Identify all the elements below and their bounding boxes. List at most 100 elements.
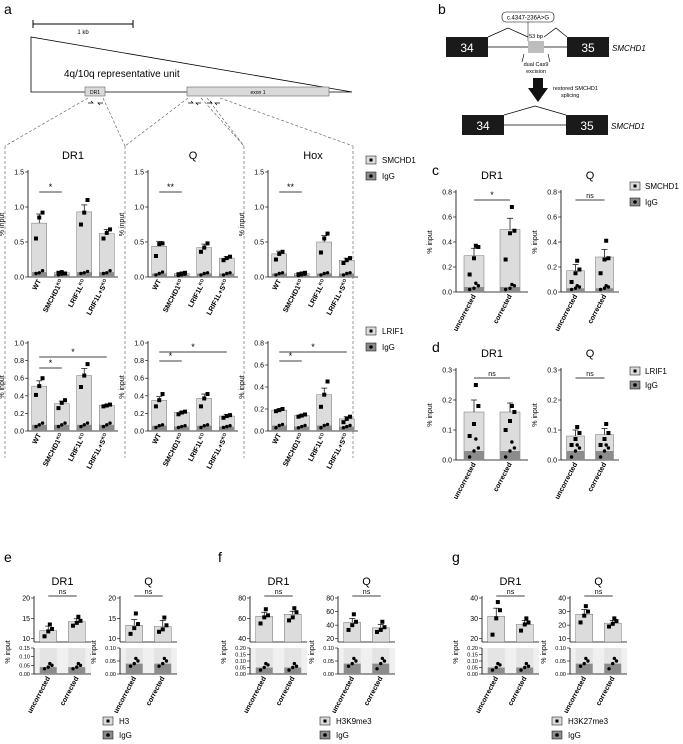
- legend-marker: [369, 329, 373, 333]
- legend-label-igg: IgG: [382, 172, 395, 181]
- y-tick-label: 30: [470, 616, 478, 623]
- bar-chip: [604, 622, 622, 643]
- data-point-chip: [607, 624, 612, 629]
- bar-chip-low: [255, 648, 273, 668]
- data-point-igg: [202, 271, 206, 276]
- data-point-chip: [325, 379, 330, 384]
- data-point-igg: [56, 424, 61, 429]
- y-tick-label: 30: [558, 609, 566, 616]
- category-label: uncorrected: [331, 676, 356, 715]
- data-point-chip: [42, 634, 47, 639]
- legend-label-chip: H3: [119, 717, 130, 726]
- y-axis-label: % input: [119, 375, 126, 398]
- data-point-igg: [510, 440, 514, 444]
- data-point-chip: [569, 280, 574, 284]
- data-point-chip: [76, 614, 81, 619]
- data-point-igg: [606, 446, 611, 450]
- low-y-tick-label: 0.05: [235, 666, 246, 672]
- y-tick-label: 0.1: [547, 428, 557, 435]
- y-axis-label: % input: [239, 375, 246, 398]
- data-point-chip: [160, 241, 165, 246]
- y-axis-label: % input: [5, 640, 12, 663]
- cas9-cut-right: [547, 53, 551, 63]
- data-point-igg: [199, 425, 203, 430]
- category-label: WT: [272, 278, 284, 292]
- data-point-chip: [519, 628, 524, 633]
- significance-label: **: [167, 182, 175, 192]
- category-label: corrected: [59, 676, 80, 707]
- data-point-chip: [614, 619, 619, 624]
- bar-igg: [125, 663, 143, 674]
- y-tick-label: 1.5: [14, 170, 24, 177]
- data-point-igg: [280, 422, 285, 427]
- repeat-unit-label: 4q/10q representative unit: [64, 69, 180, 80]
- y-tick-label: 0.0: [254, 429, 264, 436]
- category-label: uncorrected: [563, 676, 588, 715]
- data-point-chip: [224, 414, 229, 419]
- exon1-box: [186, 86, 330, 97]
- y-axis-label: % input: [541, 640, 548, 663]
- data-point-igg: [76, 661, 81, 666]
- y-tick-label: 0.8: [134, 358, 144, 365]
- data-point-igg: [63, 421, 67, 425]
- chart-title: Q: [362, 576, 371, 588]
- data-point-chip: [56, 270, 61, 275]
- category-label: corrected: [587, 462, 608, 493]
- y-axis-label: % input: [427, 230, 434, 253]
- bar-igg: [566, 451, 585, 460]
- data-point-chip: [290, 615, 295, 620]
- legend-label-chip: LRIF1: [645, 367, 667, 376]
- y-tick-label: 15: [22, 616, 30, 623]
- y-tick-label: 20: [558, 623, 566, 630]
- legend-label-igg: IgG: [568, 731, 581, 740]
- panel-label-b: b: [438, 1, 446, 17]
- bar-chip: [316, 241, 332, 278]
- bar-igg: [372, 663, 390, 674]
- data-point-igg: [524, 661, 529, 666]
- y-tick-label: 0.2: [547, 265, 557, 272]
- data-point-igg: [352, 656, 356, 661]
- chart-title: Q: [586, 170, 595, 182]
- low-y-tick-label: 0.05: [105, 659, 116, 665]
- data-point-igg: [108, 421, 112, 425]
- data-point-chip: [228, 254, 233, 259]
- data-point-igg: [164, 659, 169, 663]
- data-point-chip: [153, 254, 158, 258]
- data-point-igg: [584, 656, 588, 661]
- data-point-chip: [322, 392, 327, 397]
- data-point-igg: [37, 423, 41, 427]
- data-point-igg: [598, 287, 603, 292]
- bar-chip: [575, 614, 593, 643]
- data-point-igg: [300, 273, 304, 277]
- data-point-chip: [183, 409, 188, 414]
- repeat-unit-wedge: [30, 36, 353, 93]
- y-axis-label: % input: [221, 640, 228, 663]
- low-y-tick-label: 0.05: [555, 659, 566, 665]
- data-point-igg: [294, 664, 299, 668]
- data-point-chip: [198, 249, 203, 254]
- splice-arc-upper-2: [543, 27, 568, 38]
- data-point-chip: [348, 414, 353, 419]
- low-y-tick-label: 0.15: [19, 646, 30, 652]
- data-point-chip: [602, 437, 607, 441]
- low-y-tick-label: 0.00: [235, 672, 246, 678]
- data-point-igg: [79, 424, 83, 429]
- legend-smchd1-c: SMCHD1 IgG: [629, 181, 679, 207]
- legend-marker: [555, 733, 559, 737]
- bar-igg: [99, 272, 115, 277]
- y-tick-label: 1.0: [134, 205, 144, 212]
- significance-label: *: [191, 342, 195, 352]
- data-point-igg: [573, 449, 578, 453]
- chart-title: DR1: [481, 170, 503, 182]
- data-point-igg: [82, 271, 86, 275]
- data-point-chip: [585, 609, 590, 614]
- bar-igg: [255, 667, 273, 674]
- y-tick-label: 0.0: [134, 429, 144, 436]
- data-point-chip: [292, 606, 297, 611]
- data-point-chip: [467, 434, 472, 438]
- data-point-igg: [157, 424, 161, 428]
- y-tick-label: 0.0: [547, 458, 557, 465]
- data-point-igg: [176, 273, 181, 278]
- data-point-igg: [202, 424, 206, 428]
